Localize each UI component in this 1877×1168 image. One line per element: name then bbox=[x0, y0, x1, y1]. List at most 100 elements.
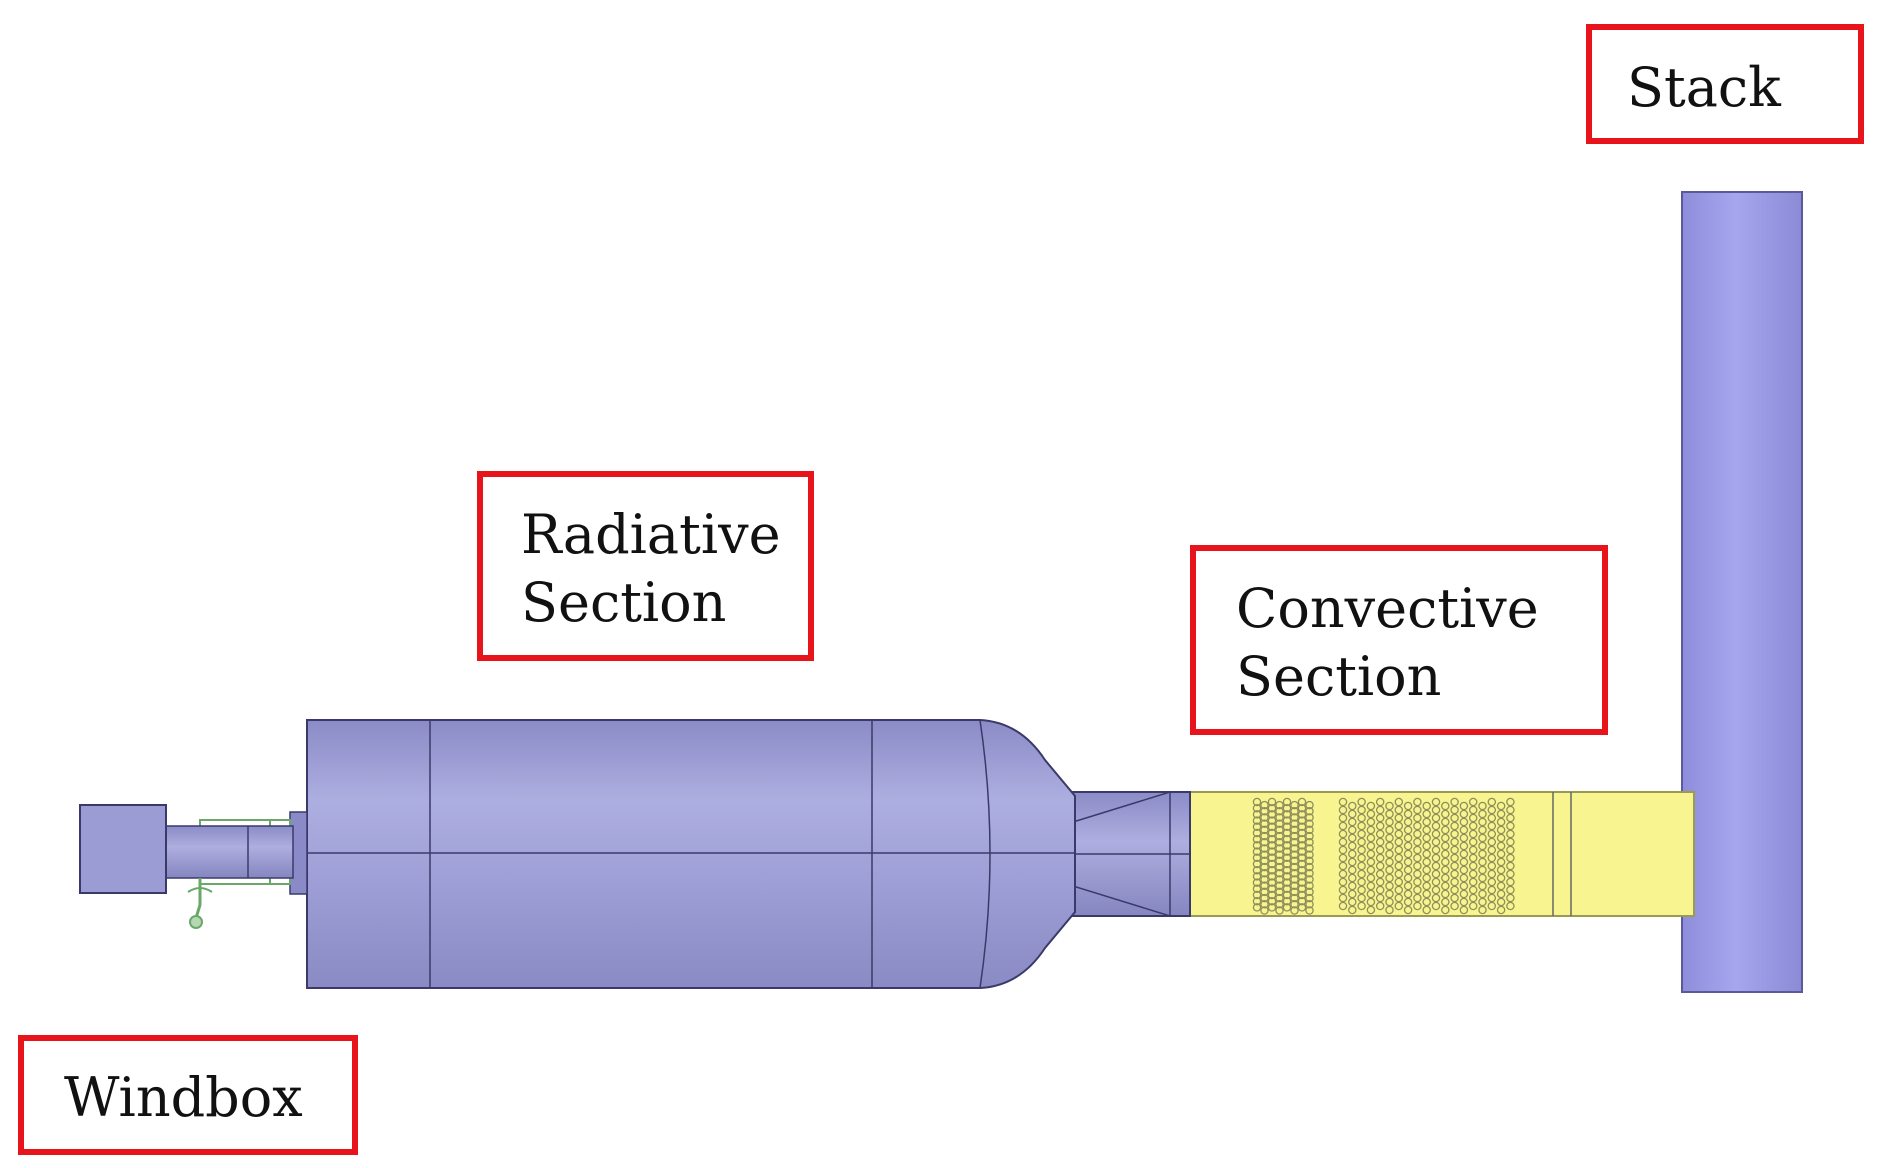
tube-circle bbox=[1431, 885, 1441, 895]
tube-circle bbox=[1441, 881, 1450, 891]
tube-circle bbox=[1348, 817, 1357, 827]
tube-circle bbox=[1422, 817, 1431, 827]
tube-circle bbox=[1468, 861, 1478, 871]
tube-circle bbox=[1375, 797, 1385, 807]
tube-circle bbox=[1459, 825, 1469, 835]
tube-circle bbox=[1385, 873, 1394, 883]
tube-circle bbox=[1366, 873, 1376, 883]
tube-circle bbox=[1506, 821, 1515, 831]
tube-circle bbox=[1506, 853, 1515, 863]
tube-circle bbox=[1290, 819, 1299, 828]
tube-circle bbox=[1348, 905, 1357, 915]
radiative-section-label-box bbox=[477, 471, 814, 661]
tube-circle bbox=[1431, 813, 1441, 823]
stack-label: Stack bbox=[1627, 56, 1781, 119]
tube-circle bbox=[1496, 817, 1506, 827]
tube-circle bbox=[1431, 869, 1441, 879]
tube-circle bbox=[1348, 801, 1357, 811]
tube-circle bbox=[1305, 844, 1314, 853]
tube-circle bbox=[1290, 862, 1299, 872]
tube-circle bbox=[1487, 853, 1497, 863]
tube-circle bbox=[1290, 906, 1299, 915]
tube-circle bbox=[1459, 873, 1469, 883]
tube-circle bbox=[1394, 821, 1404, 831]
tube-circle bbox=[1441, 873, 1450, 883]
tube-circle bbox=[1290, 893, 1299, 903]
tube-circle bbox=[1385, 825, 1394, 835]
tube-circle bbox=[1422, 905, 1431, 915]
tube-circle bbox=[1252, 828, 1262, 838]
tube-circle bbox=[1506, 797, 1515, 807]
tube-circle bbox=[1357, 901, 1366, 911]
tube-circle bbox=[1496, 897, 1506, 907]
tube-circle bbox=[1290, 844, 1299, 853]
tube-circle bbox=[1267, 816, 1277, 825]
tube-circle bbox=[1496, 849, 1506, 859]
tube-circle bbox=[1375, 861, 1385, 871]
tube-circle bbox=[1357, 861, 1366, 871]
tube-circle bbox=[1394, 893, 1404, 903]
tube-circle bbox=[1305, 893, 1314, 903]
tube-circle bbox=[1487, 805, 1497, 815]
tube-circle bbox=[1338, 869, 1348, 879]
tube-circle bbox=[1394, 845, 1404, 855]
tube-circle bbox=[1260, 850, 1269, 859]
tube-circle bbox=[1487, 893, 1497, 903]
tube-circle bbox=[1394, 837, 1404, 847]
tube-circle bbox=[1441, 889, 1450, 899]
tube-circle bbox=[1297, 810, 1307, 819]
tube-circle bbox=[1338, 837, 1348, 847]
tube-circle bbox=[1422, 849, 1431, 859]
tube-circle bbox=[1385, 905, 1394, 915]
radiative-section-label-line2: Section bbox=[521, 571, 727, 634]
tube-circle bbox=[1459, 881, 1469, 891]
tube-circle bbox=[1338, 829, 1348, 839]
tube-circle bbox=[1478, 857, 1487, 867]
tube-circle bbox=[1275, 906, 1284, 915]
tube-circle bbox=[1478, 881, 1487, 891]
tube-circle bbox=[1275, 875, 1284, 884]
tube-circle bbox=[1413, 893, 1422, 903]
tube-circle bbox=[1468, 885, 1478, 895]
tube-circle bbox=[1348, 849, 1357, 859]
tube-circle bbox=[1403, 905, 1413, 915]
tube-circle bbox=[1478, 841, 1487, 851]
tube-circle bbox=[1413, 837, 1422, 847]
tube-circle bbox=[1252, 859, 1262, 869]
tube-circle bbox=[1403, 881, 1413, 891]
tube-circle bbox=[1275, 838, 1284, 847]
tube-circle bbox=[1282, 797, 1292, 807]
tube-circle bbox=[1413, 813, 1422, 823]
tube-circle bbox=[1357, 813, 1366, 823]
tube-circle bbox=[1413, 821, 1422, 831]
tube-circle bbox=[1348, 833, 1357, 843]
tube-circle bbox=[1366, 897, 1376, 907]
radiative-vessel bbox=[306, 719, 1076, 989]
tube-circle bbox=[1282, 878, 1292, 887]
tube-circle bbox=[1348, 873, 1357, 883]
tube-circle bbox=[1496, 841, 1506, 851]
tube-circle bbox=[1275, 813, 1284, 822]
tube-circle bbox=[1282, 884, 1292, 894]
tube-circle bbox=[1252, 810, 1262, 819]
tube-circle bbox=[1431, 901, 1441, 911]
tube-circle bbox=[1267, 810, 1277, 819]
tube-circle bbox=[1375, 821, 1385, 831]
stack-label-box bbox=[1586, 24, 1864, 144]
tube-circle bbox=[1275, 887, 1284, 897]
tube-circle bbox=[1252, 847, 1262, 856]
tube-circle bbox=[1403, 857, 1413, 867]
tube-circle bbox=[1394, 885, 1404, 895]
tube-circle bbox=[1297, 847, 1307, 856]
transition-duct bbox=[1072, 791, 1191, 917]
tube-circle bbox=[1459, 841, 1469, 851]
tube-circle bbox=[1357, 829, 1366, 839]
tube-circle bbox=[1260, 893, 1269, 903]
tube-circle bbox=[1366, 841, 1376, 851]
tube-circle bbox=[1297, 803, 1307, 813]
tube-circle bbox=[1506, 869, 1515, 879]
tube-circle bbox=[1459, 849, 1469, 859]
tube-circle bbox=[1403, 889, 1413, 899]
tube-circle bbox=[1394, 869, 1404, 879]
convective-section-label-line2: Section bbox=[1236, 645, 1442, 708]
